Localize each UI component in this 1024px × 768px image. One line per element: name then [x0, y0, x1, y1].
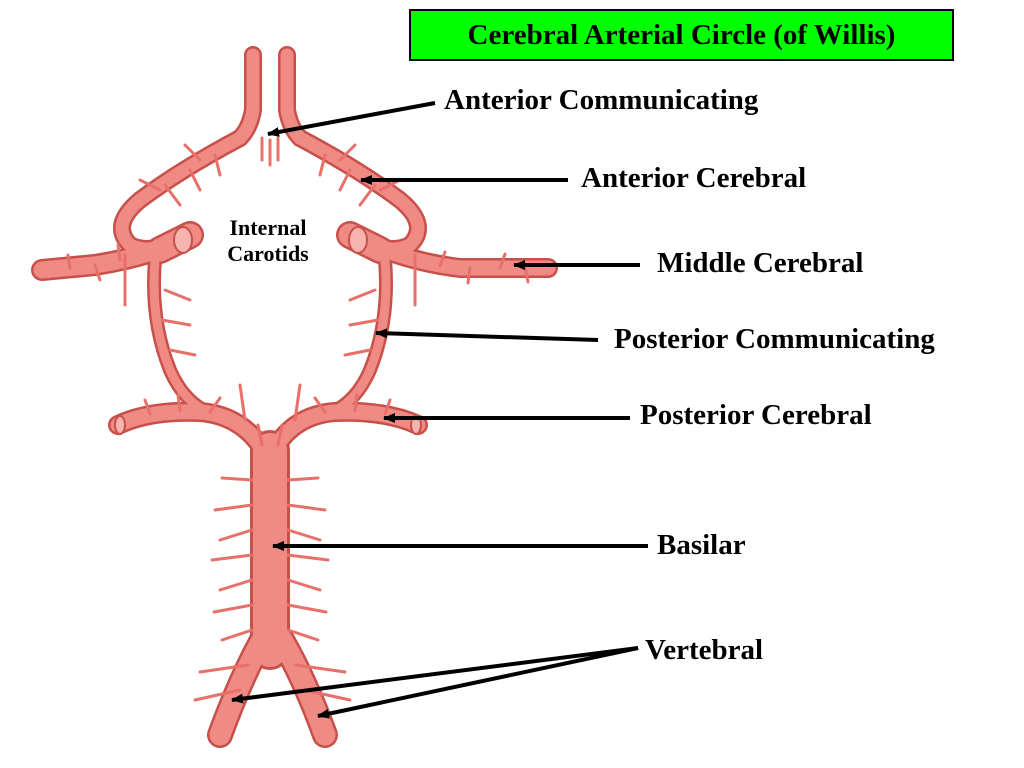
label-anterior-cerebral: Anterior Cerebral: [581, 162, 807, 194]
label-vertebral: Vertebral: [645, 634, 764, 666]
pointer-lines: [231, 101, 648, 719]
anterior-communicating-pointer: [267, 101, 436, 137]
label-middle-cerebral: Middle Cerebral: [657, 247, 864, 279]
label-internal-carotids-line1: Internal: [229, 215, 307, 240]
label-internal-carotids-line2: Carotids: [227, 241, 309, 266]
vertebral-left-pointer: [231, 646, 639, 704]
label-posterior-cerebral: Posterior Cerebral: [640, 399, 872, 431]
label-posterior-communicating: Posterior Communicating: [614, 323, 935, 355]
label-internal-carotids: Internal Carotids: [208, 215, 328, 267]
label-basilar: Basilar: [657, 529, 746, 561]
diagram-title: Cerebral Arterial Circle (of Willis): [409, 9, 954, 61]
vertebral-right-pointer: [317, 646, 639, 719]
artery-illustration: [31, 46, 558, 748]
label-anterior-communicating: Anterior Communicating: [444, 84, 759, 116]
posterior-communicating-pointer: [375, 328, 599, 342]
